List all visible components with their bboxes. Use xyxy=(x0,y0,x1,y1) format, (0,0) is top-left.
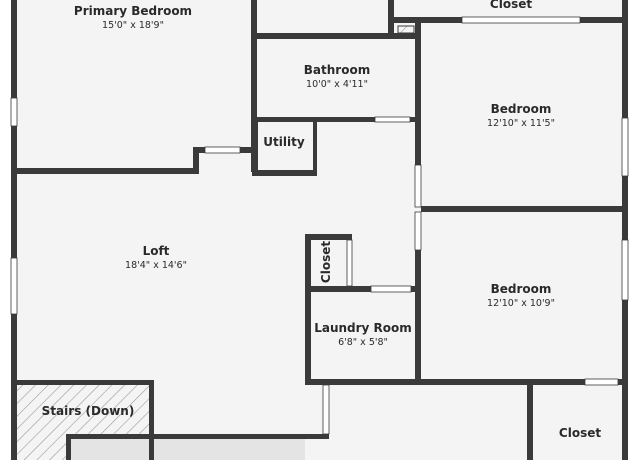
room-name: Closet xyxy=(489,0,533,11)
room-name: Bedroom xyxy=(490,102,552,116)
room-closet-small: Closet xyxy=(319,240,333,284)
room-name: Utility xyxy=(263,135,305,149)
room-dimensions: 15'0" x 18'9" xyxy=(102,20,164,31)
room-closet-top: Closet xyxy=(490,0,532,12)
room-name: Bathroom xyxy=(303,63,371,77)
windows xyxy=(10,16,629,435)
room-laundry-room: Laundry Room 6'8" x 5'8" xyxy=(314,321,412,349)
room-name: Bedroom xyxy=(490,282,552,296)
room-dimensions: 12'10" x 11'5" xyxy=(487,118,555,129)
floor-areas xyxy=(14,0,628,460)
room-dimensions: 10'0" x 4'11" xyxy=(306,79,368,90)
room-loft: Loft 18'4" x 14'6" xyxy=(125,244,187,272)
floor-bottom xyxy=(305,380,628,460)
walls xyxy=(11,0,628,460)
room-name: Loft xyxy=(142,244,170,258)
room-utility: Utility xyxy=(263,135,304,150)
room-name: Laundry Room xyxy=(314,321,412,335)
room-primary-bedroom: Primary Bedroom 15'0" x 18'9" xyxy=(74,4,192,32)
room-name: Stairs (Down) xyxy=(41,404,135,418)
room-dimensions: 6'8" x 5'8" xyxy=(338,337,388,348)
room-closet-bottom: Closet xyxy=(559,426,601,441)
room-bedroom-1: Bedroom 12'10" x 11'5" xyxy=(487,102,555,130)
room-dimensions: 12'10" x 10'9" xyxy=(487,298,555,309)
stairs-lower-bar xyxy=(70,438,305,460)
room-name: Primary Bedroom xyxy=(73,4,193,18)
room-stairs: Stairs (Down) xyxy=(42,404,135,419)
room-bathroom: Bathroom 10'0" x 4'11" xyxy=(304,63,370,91)
room-dimensions: 18'4" x 14'6" xyxy=(125,260,187,271)
room-bedroom-2: Bedroom 12'10" x 10'9" xyxy=(487,282,555,310)
room-name: Closet xyxy=(558,426,602,440)
